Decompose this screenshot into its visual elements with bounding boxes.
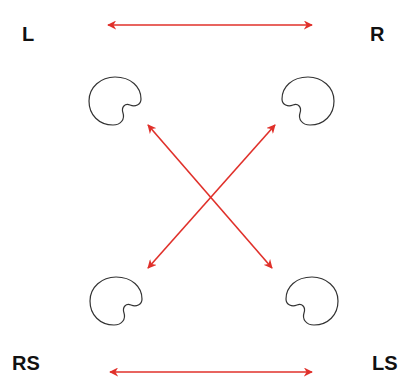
sound-path-arrow	[110, 371, 312, 373]
channel-label: LS	[372, 352, 398, 374]
speaker-icon	[85, 73, 145, 129]
channel-label: L	[22, 23, 34, 45]
speaker-node: RS	[8, 268, 158, 378]
sound-path-arrow	[148, 125, 275, 268]
speaker-outline	[90, 277, 142, 325]
speaker-icon	[278, 73, 338, 129]
channel-label: RS	[12, 352, 40, 374]
speaker-outline	[89, 77, 141, 125]
speaker-node: LS	[262, 268, 412, 378]
speaker-icon	[86, 273, 146, 329]
speaker-outline	[282, 77, 334, 125]
speaker-outline	[286, 277, 338, 325]
speaker-icon	[282, 273, 342, 329]
speaker-node: R	[265, 15, 405, 130]
channel-label: R	[370, 23, 384, 45]
sound-path-arrow	[108, 24, 312, 26]
speaker-node: L	[15, 15, 155, 130]
